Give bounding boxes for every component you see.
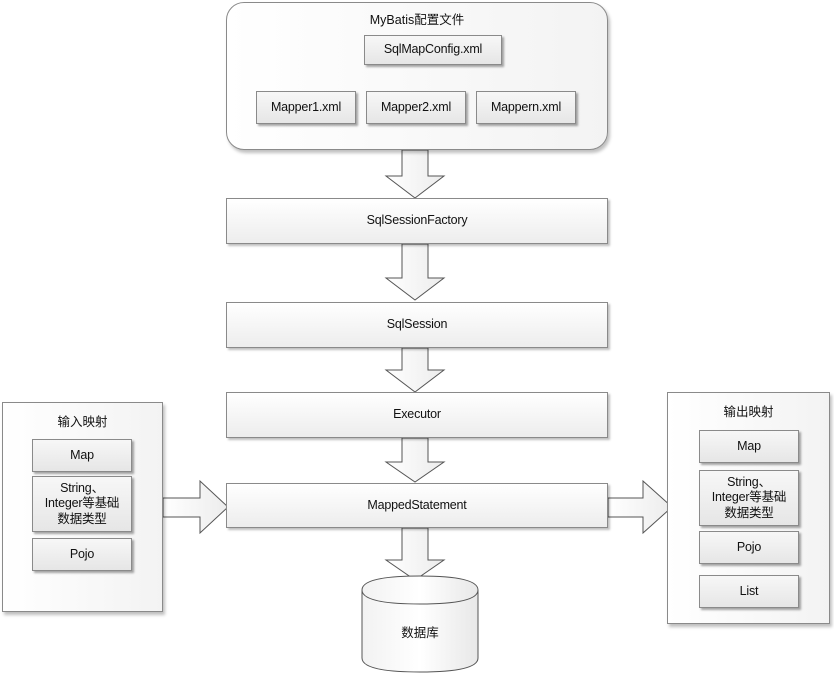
arrow-down-5 — [384, 527, 446, 581]
mapper1-box: Mapper1.xml — [256, 91, 356, 124]
executor-box: Executor — [226, 392, 608, 438]
input-item-basic-types-label: String、 Integer等基础 数据类型 — [44, 480, 120, 526]
config-title: MyBatis配置文件 — [369, 13, 465, 27]
arrow-right-input — [162, 479, 229, 535]
input-mapping-title: 输入映射 — [57, 415, 108, 429]
arrow-down-4 — [384, 437, 446, 483]
output-item-list: List — [699, 575, 799, 608]
database-label: 数据库 — [401, 626, 439, 640]
sqlsession-box: SqlSession — [226, 302, 608, 348]
mybatis-config-container: MyBatis配置文件 — [226, 2, 608, 150]
output-item-map: Map — [699, 430, 799, 463]
input-mapping-group: 输入映射 — [2, 402, 163, 612]
sqlmapconfig-box: SqlMapConfig.xml — [364, 35, 502, 65]
input-item-pojo: Pojo — [32, 538, 132, 571]
output-mapping-title: 输出映射 — [723, 405, 774, 419]
output-item-pojo: Pojo — [699, 531, 799, 564]
output-item-basic-types: String、 Integer等基础 数据类型 — [699, 470, 799, 526]
mapper2-box: Mapper2.xml — [366, 91, 466, 124]
mappern-box: Mappern.xml — [476, 91, 576, 124]
input-item-basic-types: String、 Integer等基础 数据类型 — [32, 476, 132, 532]
output-item-basic-types-label: String、 Integer等基础 数据类型 — [711, 474, 787, 520]
arrow-down-2 — [384, 243, 446, 301]
arrow-right-output — [607, 479, 673, 535]
arrow-down-3 — [384, 347, 446, 393]
mappedstatement-box: MappedStatement — [226, 483, 608, 528]
arrow-down-1 — [384, 149, 446, 199]
input-item-map: Map — [32, 439, 132, 472]
sqlsessionfactory-box: SqlSessionFactory — [226, 198, 608, 244]
database-cylinder — [361, 575, 479, 673]
